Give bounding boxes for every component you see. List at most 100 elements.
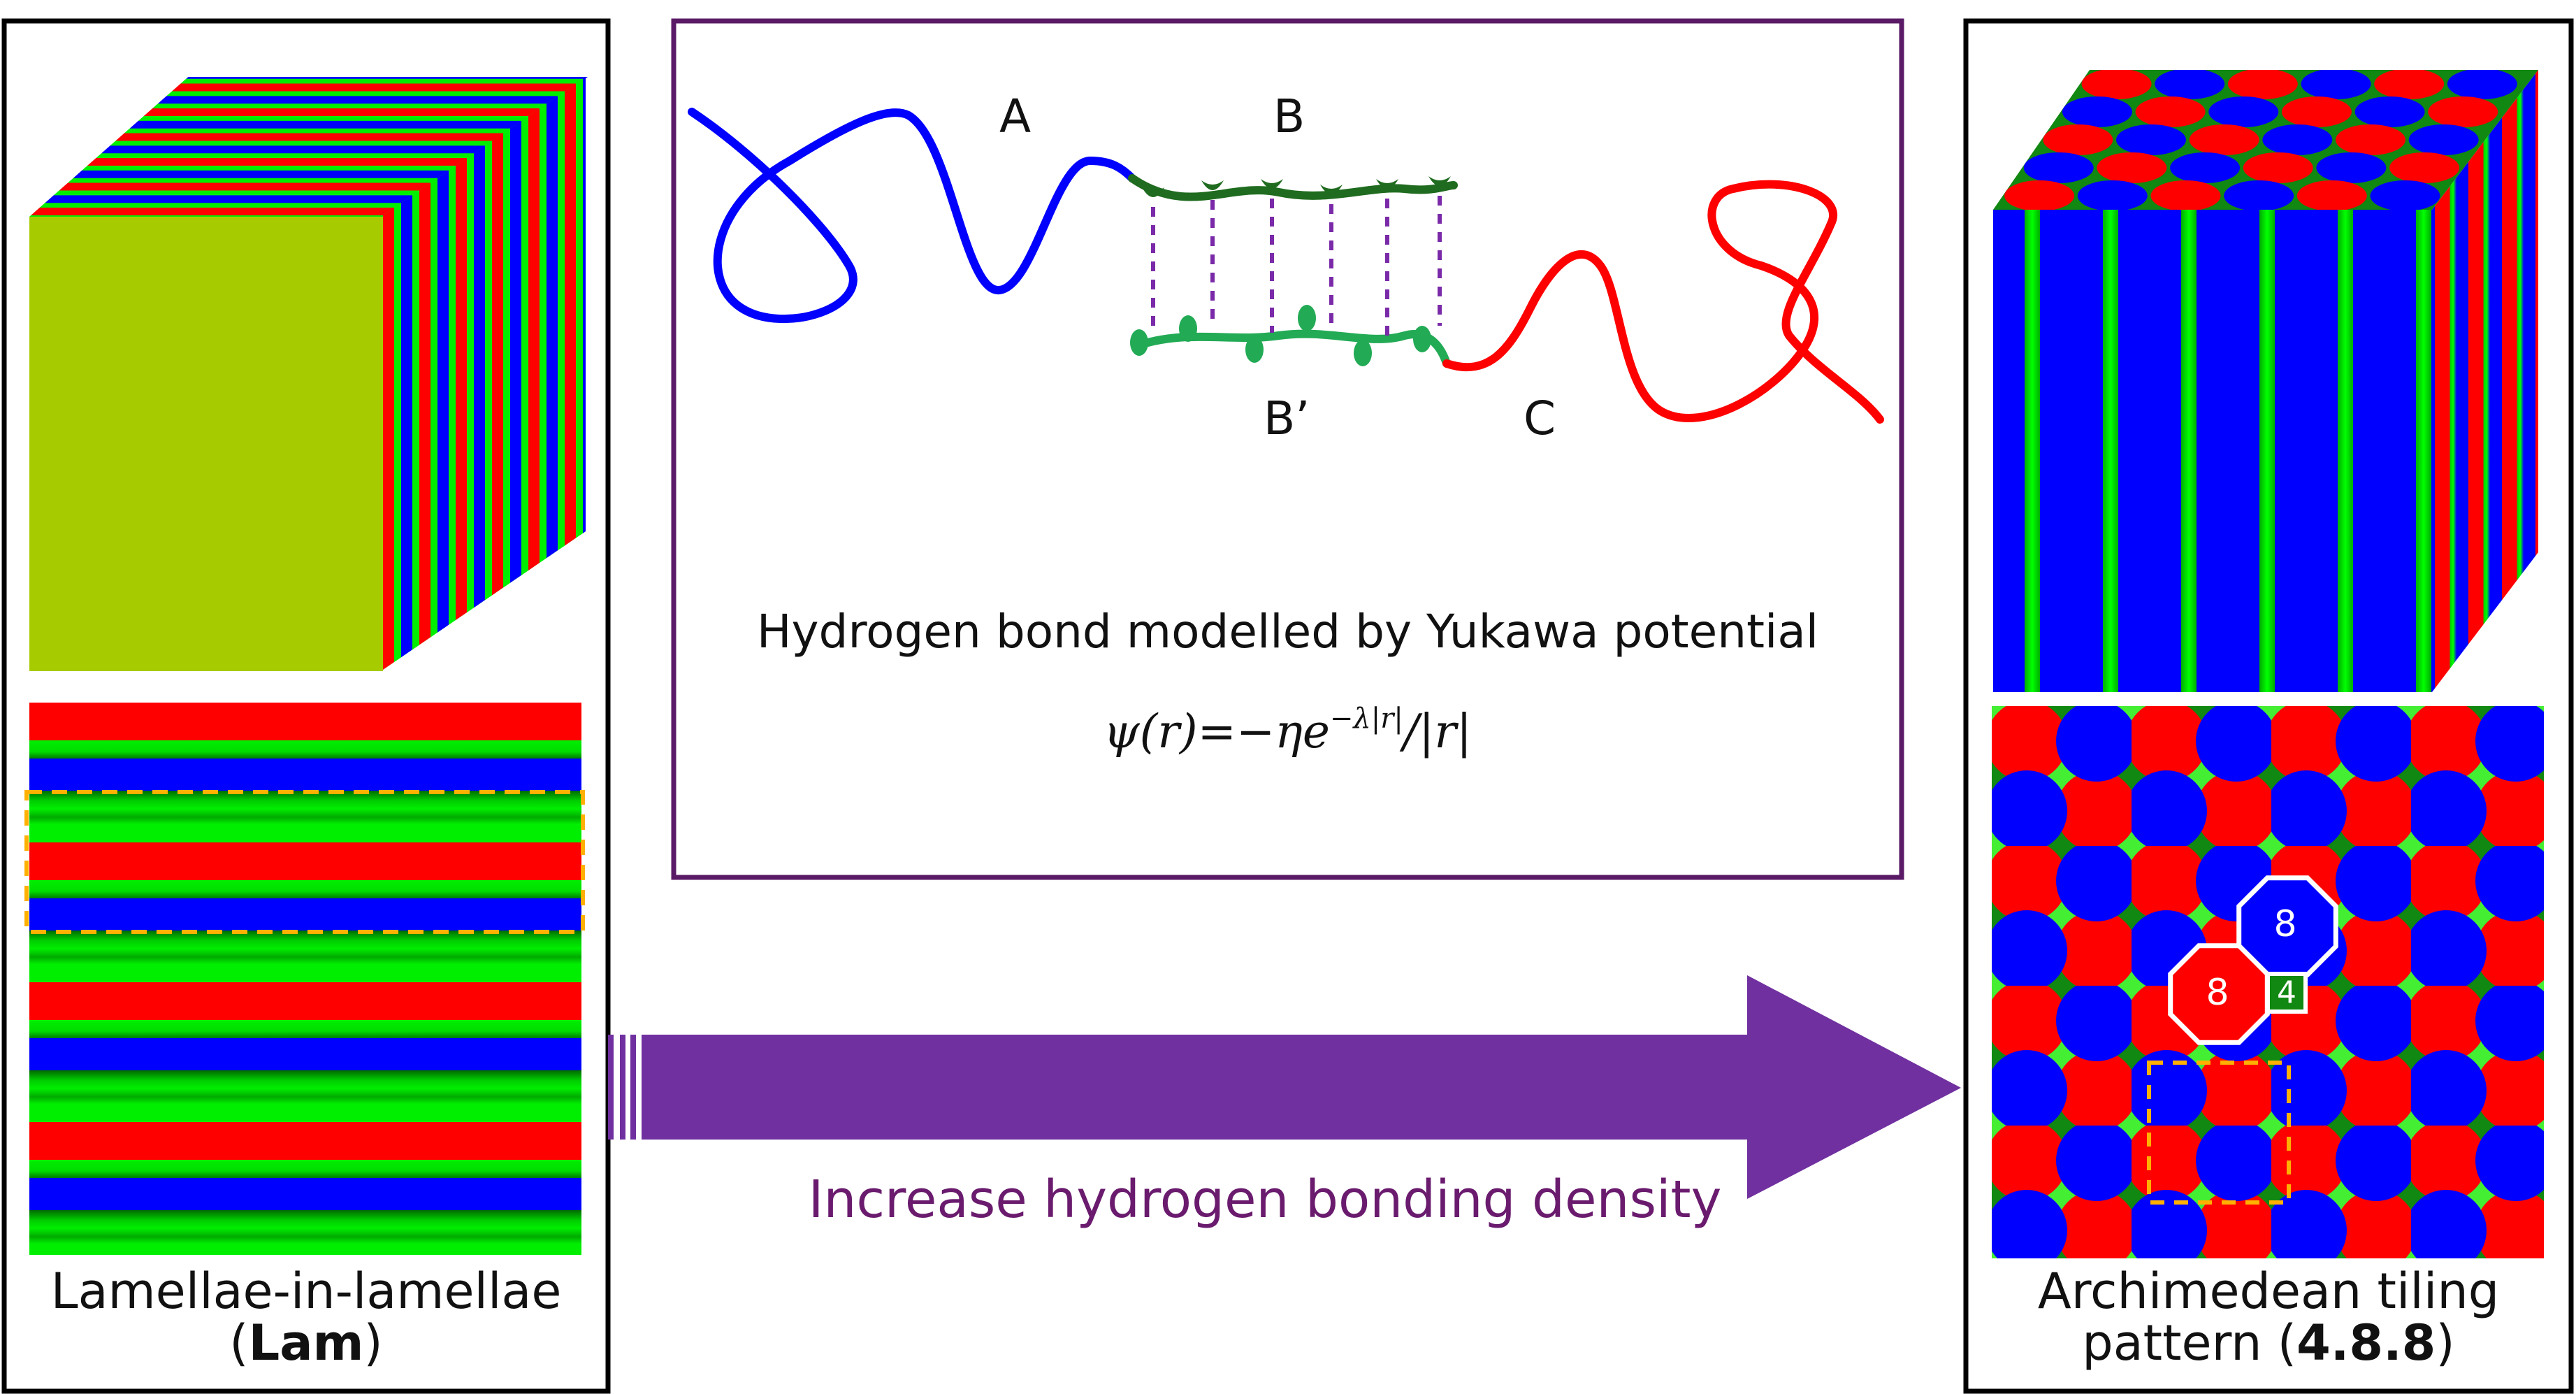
cylinder-top-disk [2301, 70, 2371, 99]
cylinder-top-disk [2224, 180, 2294, 210]
cylinder-top-disk [2043, 124, 2113, 155]
lamellae-top-stripe [124, 128, 513, 134]
lamellae-side-stripe [583, 77, 586, 533]
h-bond-acceptor-bead [1130, 329, 1148, 356]
h-bond-acceptor-bead [1179, 315, 1197, 342]
lamellae-side-stripe [510, 120, 521, 583]
lamellae-top-stripe [68, 178, 440, 183]
lamellae-side-stripe [474, 145, 485, 608]
lamellae-side-stripe [456, 158, 467, 620]
left-label-line2: (Lam) [229, 1314, 383, 1372]
lamellae-side-stripe [430, 178, 437, 638]
tiling-cross-section: 8 8 4 [1992, 706, 2544, 1258]
cylinder-top-disk [2428, 96, 2498, 127]
h-bond-acceptor-bead [1413, 326, 1431, 352]
lamellae-side-stripe [558, 91, 565, 551]
h-bond-acceptor-bead [1245, 336, 1264, 363]
right-label-bold: 4.8.8 [2296, 1314, 2436, 1372]
lamellae-top-stripe [53, 190, 422, 196]
cylinder-top-disk [2116, 124, 2186, 155]
cylinder-top-disk [2097, 152, 2167, 183]
h-bond-donor-hook [1261, 179, 1283, 189]
left-label-bold: Lam [248, 1314, 364, 1372]
cylinder-top-disk [2135, 96, 2206, 127]
cylinder-top-disk [2370, 180, 2440, 210]
lamellae-side-stripe [565, 83, 576, 546]
block-c-chain [1442, 180, 1884, 424]
lamellae-side-stripe [394, 203, 401, 663]
block-label-c: C [1524, 391, 1556, 445]
lamellae-side-stripe [540, 103, 547, 563]
h-bond-acceptor-bead [1298, 305, 1316, 331]
block-label-bprime: B’ [1264, 391, 1310, 445]
lamellae-side-stripe [547, 96, 558, 559]
lamellae-side-stripe [419, 182, 430, 645]
center-panel-frame [671, 18, 1904, 880]
arrow-label: Increase hydrogen bonding density [808, 1170, 1722, 1230]
cylinder-top-disk [2408, 124, 2479, 155]
h-bond-donor-hook [1320, 185, 1343, 194]
yukawa-formula: ψ(r)=−ηe−λ|r|/|r| [685, 703, 1890, 759]
lamellae-side-stripe [449, 165, 456, 625]
cylinder-top-disk [2354, 96, 2425, 127]
block-label-b: B [1273, 89, 1305, 143]
octagon-red-label: 8 [2206, 972, 2229, 1014]
lamellae-top-stripe [39, 203, 403, 208]
lamellae-side-stripe [576, 78, 583, 538]
lamellae-unit-cell-box [24, 790, 585, 934]
lamellae-top-stripe [96, 153, 476, 159]
lamellae-top-stripe [115, 133, 505, 141]
cylinder-top-disk [2227, 70, 2298, 99]
polymer-chain-diagram [688, 108, 1884, 424]
lamellae-top-stripe [138, 115, 530, 121]
lamellae-top-stripe [110, 141, 494, 146]
lamellae-top-stripe [166, 91, 567, 96]
h-bond-donor-hook [1201, 180, 1224, 190]
tiling-cube [1993, 70, 2538, 692]
right-label-line1: Archimedean tiling [2037, 1263, 2500, 1320]
left-panel-frame [1, 18, 611, 1394]
formula-exponent: −λ|r| [1329, 703, 1403, 735]
h-bond-acceptor-bead [1354, 340, 1372, 366]
cylinder-top-disk [2296, 180, 2367, 210]
lamellae-side-stripe [521, 115, 528, 575]
lamellae-top-stripe [82, 165, 458, 171]
right-panel-frame [1963, 18, 2574, 1394]
cylinder-top-disk [2262, 124, 2333, 155]
formula-main: ψ(r)=−ηe [1103, 705, 1330, 759]
lamellae-cube [29, 77, 588, 671]
cylinder-top-disk [2004, 180, 2075, 210]
cylinder-top-disk [2208, 96, 2279, 127]
cylinder-top-disk [2389, 152, 2460, 183]
green-square [2266, 972, 2308, 1014]
h-bond-donor-hook [1142, 187, 1164, 197]
cylinder-top-disk [2243, 152, 2313, 183]
lamellae-side-stripe [528, 108, 540, 570]
lamellae-side-stripe [383, 208, 394, 670]
lamellae-top-stripe [157, 96, 560, 104]
tiling-unit-cell-box [2147, 1061, 2291, 1205]
block-label-a: A [999, 89, 1032, 143]
lamellae-side-stripe [412, 190, 419, 650]
red-octagon [2168, 943, 2270, 1045]
cylinder-top-disk [2170, 152, 2241, 183]
lamellae-side-stripe [437, 170, 449, 633]
yukawa-caption: Hydrogen bond modelled by Yukawa potenti… [756, 605, 1819, 659]
cylinder-top-disk [2316, 152, 2387, 183]
right-panel-label: Archimedean tiling pattern (4.8.8) [1969, 1265, 2568, 1369]
formula-tail: /|r| [1403, 705, 1472, 759]
lamellae-top-stripe [172, 83, 578, 92]
lamellae-side-stripe [401, 195, 412, 658]
cylinder-top-disk [2077, 180, 2148, 210]
lamellae-side-stripe [492, 133, 503, 596]
cylinder-top-disk [2081, 70, 2152, 99]
h-bond-donor-hook [1428, 176, 1451, 186]
lamellae-top-stripe [152, 103, 549, 109]
lamellae-top-stripe [143, 108, 542, 116]
right-label-line2: pattern (4.8.8) [2082, 1314, 2455, 1372]
square-label: 4 [2277, 975, 2296, 1011]
lamellae-side-stripe [467, 153, 474, 613]
cylinder-top-disk [2062, 96, 2132, 127]
lamellae-top-stripe [180, 78, 585, 84]
